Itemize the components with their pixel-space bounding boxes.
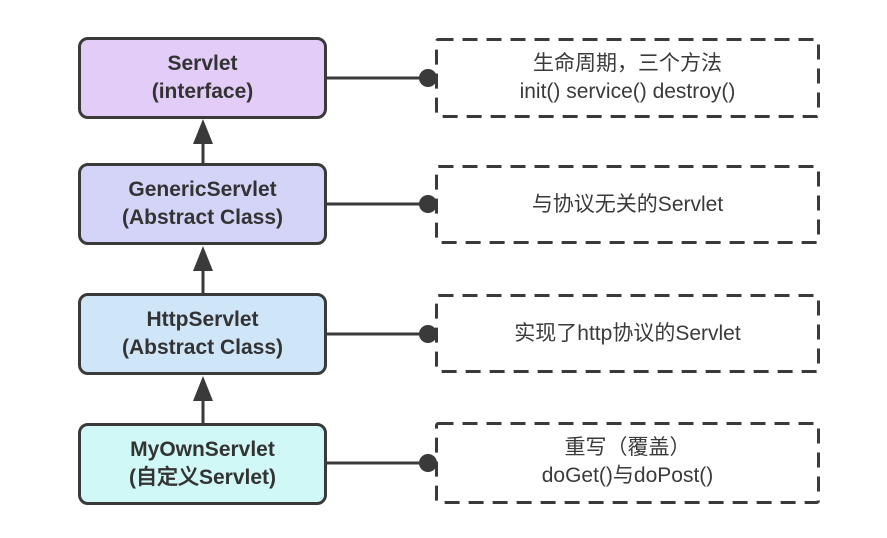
class-node-title: MyOwnServlet: [130, 438, 275, 461]
note-line: init() service() destroy(): [519, 79, 736, 103]
class-node-servlet: Servlet (interface): [78, 37, 327, 119]
connector-genericservlet-note: [327, 195, 437, 213]
inheritance-arrow-http-to-generic: [193, 246, 213, 293]
class-node-subtitle: (Abstract Class): [121, 206, 284, 229]
class-node-title: HttpServlet: [146, 308, 259, 331]
connector-dot: [419, 325, 437, 343]
connector-dot: [419, 454, 437, 472]
connector-servlet-note: [327, 69, 437, 87]
connector-myownservlet-note: [327, 454, 437, 472]
note-override: 重写（覆盖） doGet()与doPost(): [435, 422, 820, 501]
note-line: 实现了http协议的Servlet: [514, 321, 741, 345]
class-node-subtitle: (Abstract Class): [121, 336, 284, 359]
class-node-title: GenericServlet: [128, 178, 277, 201]
class-node-myownservlet: MyOwnServlet (自定义Servlet): [78, 423, 327, 505]
class-node-subtitle: (interface): [151, 80, 254, 103]
note-line: 与协议无关的Servlet: [531, 192, 724, 216]
arrowhead: [193, 246, 213, 271]
note-line: 生命周期，三个方法: [533, 51, 722, 75]
inheritance-arrow-generic-to-servlet: [193, 119, 213, 163]
class-node-genericservlet: GenericServlet (Abstract Class): [78, 163, 327, 245]
connector-dot: [419, 195, 437, 213]
inheritance-arrow-myown-to-http: [193, 376, 213, 423]
note-line: 重写（覆盖）: [564, 435, 691, 459]
note-lifecycle: 生命周期，三个方法 init() service() destroy(): [435, 38, 820, 117]
class-node-title: Servlet: [167, 52, 238, 75]
class-node-httpservlet: HttpServlet (Abstract Class): [78, 293, 327, 375]
note-http-protocol: 实现了http协议的Servlet: [435, 294, 820, 373]
note-line: doGet()与doPost(): [541, 463, 714, 487]
note-protocol-independent: 与协议无关的Servlet: [435, 165, 820, 244]
connector-dot: [419, 69, 437, 87]
arrowhead: [193, 376, 213, 401]
arrowhead: [193, 119, 213, 144]
class-node-subtitle: (自定义Servlet): [128, 466, 277, 489]
connector-httpservlet-note: [327, 325, 437, 343]
